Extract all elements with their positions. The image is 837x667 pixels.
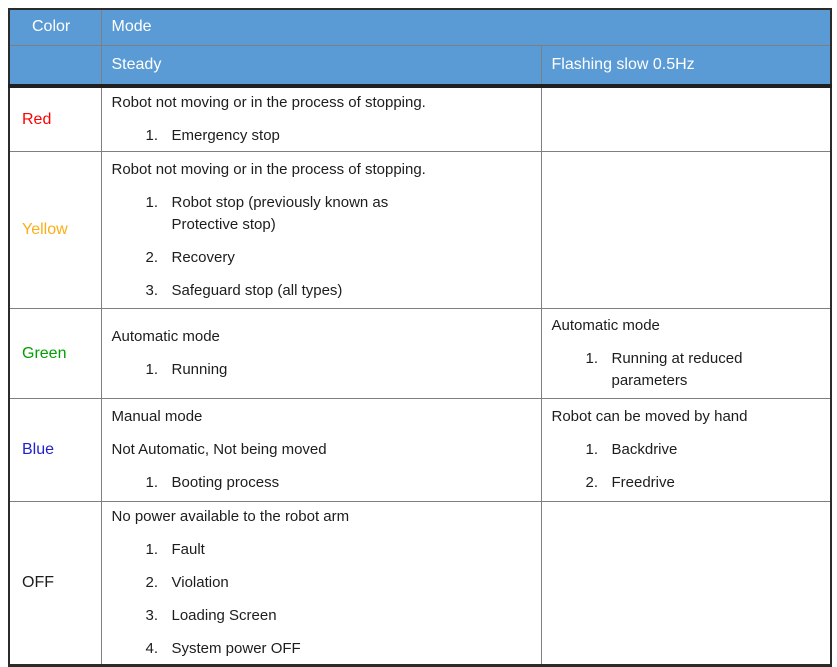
- header-row-1: Color Mode: [8, 8, 832, 46]
- list-item: 1. Emergency stop: [146, 125, 531, 147]
- list-item-number: 1.: [585, 441, 599, 458]
- color-cell: Blue: [8, 398, 102, 502]
- flashing-cell: [540, 85, 832, 152]
- list-item-text: Emergency stop: [171, 127, 280, 144]
- list-item-number: 1.: [145, 193, 159, 211]
- steady-column-header: Steady: [100, 44, 542, 88]
- steady-cell: Automatic mode 1. Running: [100, 308, 542, 399]
- flashing-cell: Robot can be moved by hand 1. Backdrive 2. F…: [540, 398, 832, 502]
- paragraph: Not Automatic, Not being moved: [111, 441, 327, 458]
- list-item-number: 1.: [145, 361, 159, 378]
- list-item: 3. Loading Screen: [146, 605, 531, 627]
- steady-cell: No power available to the robot arm 1. Fau…: [100, 501, 542, 666]
- list-item-number: 1.: [145, 541, 159, 558]
- header-row-2: Steady Flashing slow 0.5Hz: [8, 44, 832, 88]
- list-item: 1. Backdrive: [586, 439, 821, 461]
- paragraph: Manual mode: [111, 408, 203, 425]
- list-item-text: Running at reduced parameters: [611, 350, 743, 389]
- list-item-number: 1.: [145, 127, 159, 144]
- list-item-number: 1.: [145, 474, 159, 491]
- list-item-text: Running: [171, 361, 228, 378]
- list-item-number: 2.: [145, 574, 159, 591]
- paragraph: No power available to the robot arm: [111, 508, 350, 525]
- list-item-number: 4.: [145, 640, 159, 657]
- list-item-text: Backdrive: [611, 441, 678, 458]
- steady-cell: Robot not moving or in the process of st…: [100, 85, 542, 152]
- list-item: 3. Safeguard stop (all types): [146, 280, 531, 302]
- list-item-text: Violation: [171, 574, 229, 591]
- steady-cell: Robot not moving or in the process of st…: [100, 151, 542, 309]
- paragraph: Robot can be moved by hand: [551, 408, 748, 425]
- table-row: OFF No power available to the robot arm 1.…: [8, 501, 832, 666]
- table-row: Red Robot not moving or in the process of…: [8, 85, 832, 152]
- flashing-cell: [540, 151, 832, 309]
- list-item-text: Robot stop (previously known as Protecti…: [171, 193, 389, 233]
- list-item-number: 3.: [145, 281, 159, 299]
- color-column-header: Color: [8, 8, 102, 46]
- list-item-text: Recovery: [171, 248, 235, 266]
- paragraph: Automatic mode: [551, 317, 660, 334]
- color-subheader-empty: [8, 44, 102, 88]
- color-label: Red: [22, 110, 52, 128]
- color-label: Blue: [22, 441, 55, 458]
- list-item: 1. Fault: [146, 539, 531, 561]
- list-item-text: Freedrive: [611, 474, 675, 491]
- list-item-text: Safeguard stop (all types): [171, 281, 343, 299]
- color-label: Yellow: [22, 221, 68, 238]
- list-item-number: 2.: [585, 474, 599, 491]
- list-item-text: System power OFF: [171, 640, 301, 657]
- color-label: OFF: [22, 574, 54, 591]
- list-item-text: Fault: [171, 541, 205, 558]
- list-item-number: 1.: [585, 350, 599, 367]
- list-item: 1. Running at reduced parameters: [586, 348, 821, 392]
- indicator-light-table: Color Mode Steady Flashing slow 0.5Hz Re…: [8, 8, 832, 667]
- color-cell: Yellow: [8, 151, 102, 309]
- list-item: 2. Freedrive: [586, 472, 821, 494]
- list-item: 2. Violation: [146, 572, 531, 594]
- paragraph: Automatic mode: [111, 328, 220, 345]
- table-header: Color Mode Steady Flashing slow 0.5Hz: [8, 8, 832, 88]
- list-item-number: 2.: [145, 248, 159, 266]
- list-item: 1. Running: [146, 359, 531, 381]
- table-row: Yellow Robot not moving or in the process…: [8, 151, 832, 309]
- list-item-text: Loading Screen: [171, 607, 277, 624]
- list-item-text: Booting process: [171, 474, 280, 491]
- list-item: 1. Booting process: [146, 472, 531, 494]
- color-cell: Green: [8, 308, 102, 399]
- list-item: 2. Recovery: [146, 247, 531, 269]
- mode-column-header: Mode: [100, 8, 832, 46]
- list-item: 4. System power OFF: [146, 638, 531, 660]
- color-cell: OFF: [8, 501, 102, 666]
- paragraph: Robot not moving or in the process of st…: [111, 94, 426, 111]
- list-item: 1. Robot stop (previously known as Protec…: [146, 192, 531, 236]
- flashing-cell: Automatic mode 1. Running at reduced param…: [540, 308, 832, 399]
- paragraph: Robot not moving or in the process of st…: [111, 160, 426, 178]
- flashing-cell: [540, 501, 832, 666]
- list-item-number: 3.: [145, 607, 159, 624]
- flashing-column-header: Flashing slow 0.5Hz: [540, 44, 832, 88]
- color-cell: Red: [8, 85, 102, 152]
- color-label: Green: [22, 344, 67, 362]
